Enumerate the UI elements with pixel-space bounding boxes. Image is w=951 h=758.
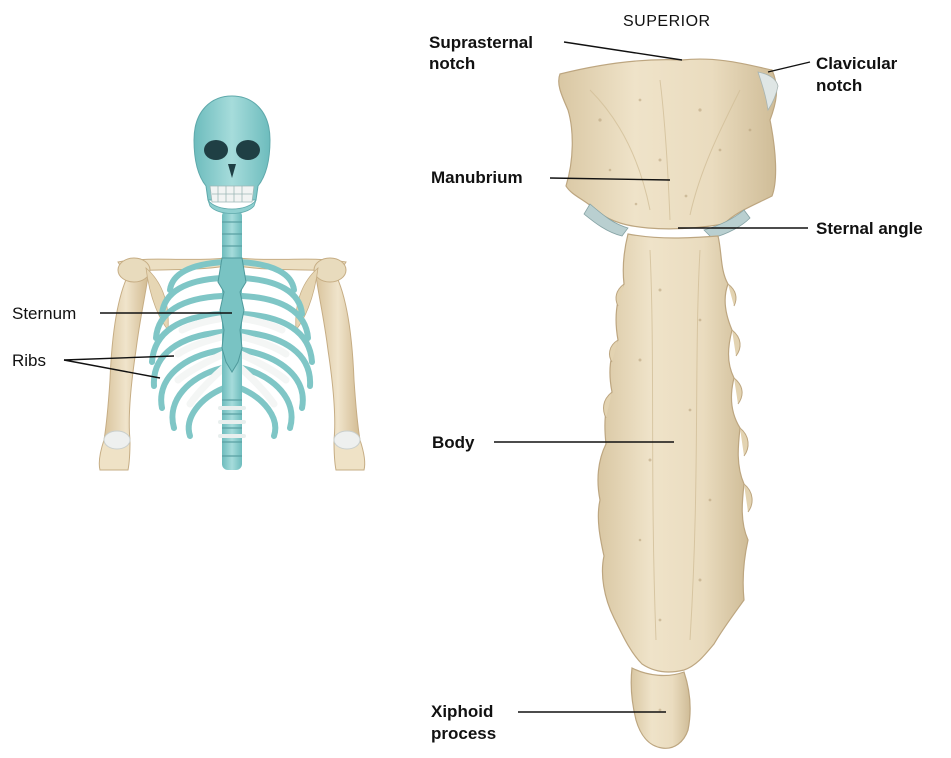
xiphoid-process-bone [631, 668, 690, 748]
skull [194, 96, 270, 214]
label-sternum: Sternum [12, 303, 76, 324]
label-suprasternal-notch-line1: Suprasternal [429, 32, 533, 53]
label-body: Body [432, 432, 475, 453]
label-clavicular-notch-line2: notch [816, 75, 862, 96]
skeleton-illustration [99, 96, 365, 470]
left-shoulder [118, 258, 150, 282]
label-sternal-angle: Sternal angle [816, 218, 923, 239]
left-elbow [104, 431, 130, 449]
label-suprasternal-notch-line2: notch [429, 53, 475, 74]
orientation-label-superior: SUPERIOR [623, 11, 711, 32]
label-xiphoid-process-line2: process [431, 723, 496, 744]
label-manubrium: Manubrium [431, 167, 523, 188]
label-xiphoid-process-line1: Xiphoid [431, 701, 493, 722]
left-humerus [104, 268, 148, 445]
sternum-illustration [559, 59, 778, 748]
manubrium-bone [559, 59, 777, 229]
right-humerus [316, 268, 360, 445]
sternal-body-bone [598, 234, 748, 672]
label-clavicular-notch-line1: Clavicular [816, 53, 897, 74]
right-elbow [334, 431, 360, 449]
label-ribs: Ribs [12, 350, 46, 371]
right-shoulder [314, 258, 346, 282]
suprasternal-notch-leader-line [564, 42, 682, 60]
clavicular-notch-leader-line [768, 62, 810, 72]
